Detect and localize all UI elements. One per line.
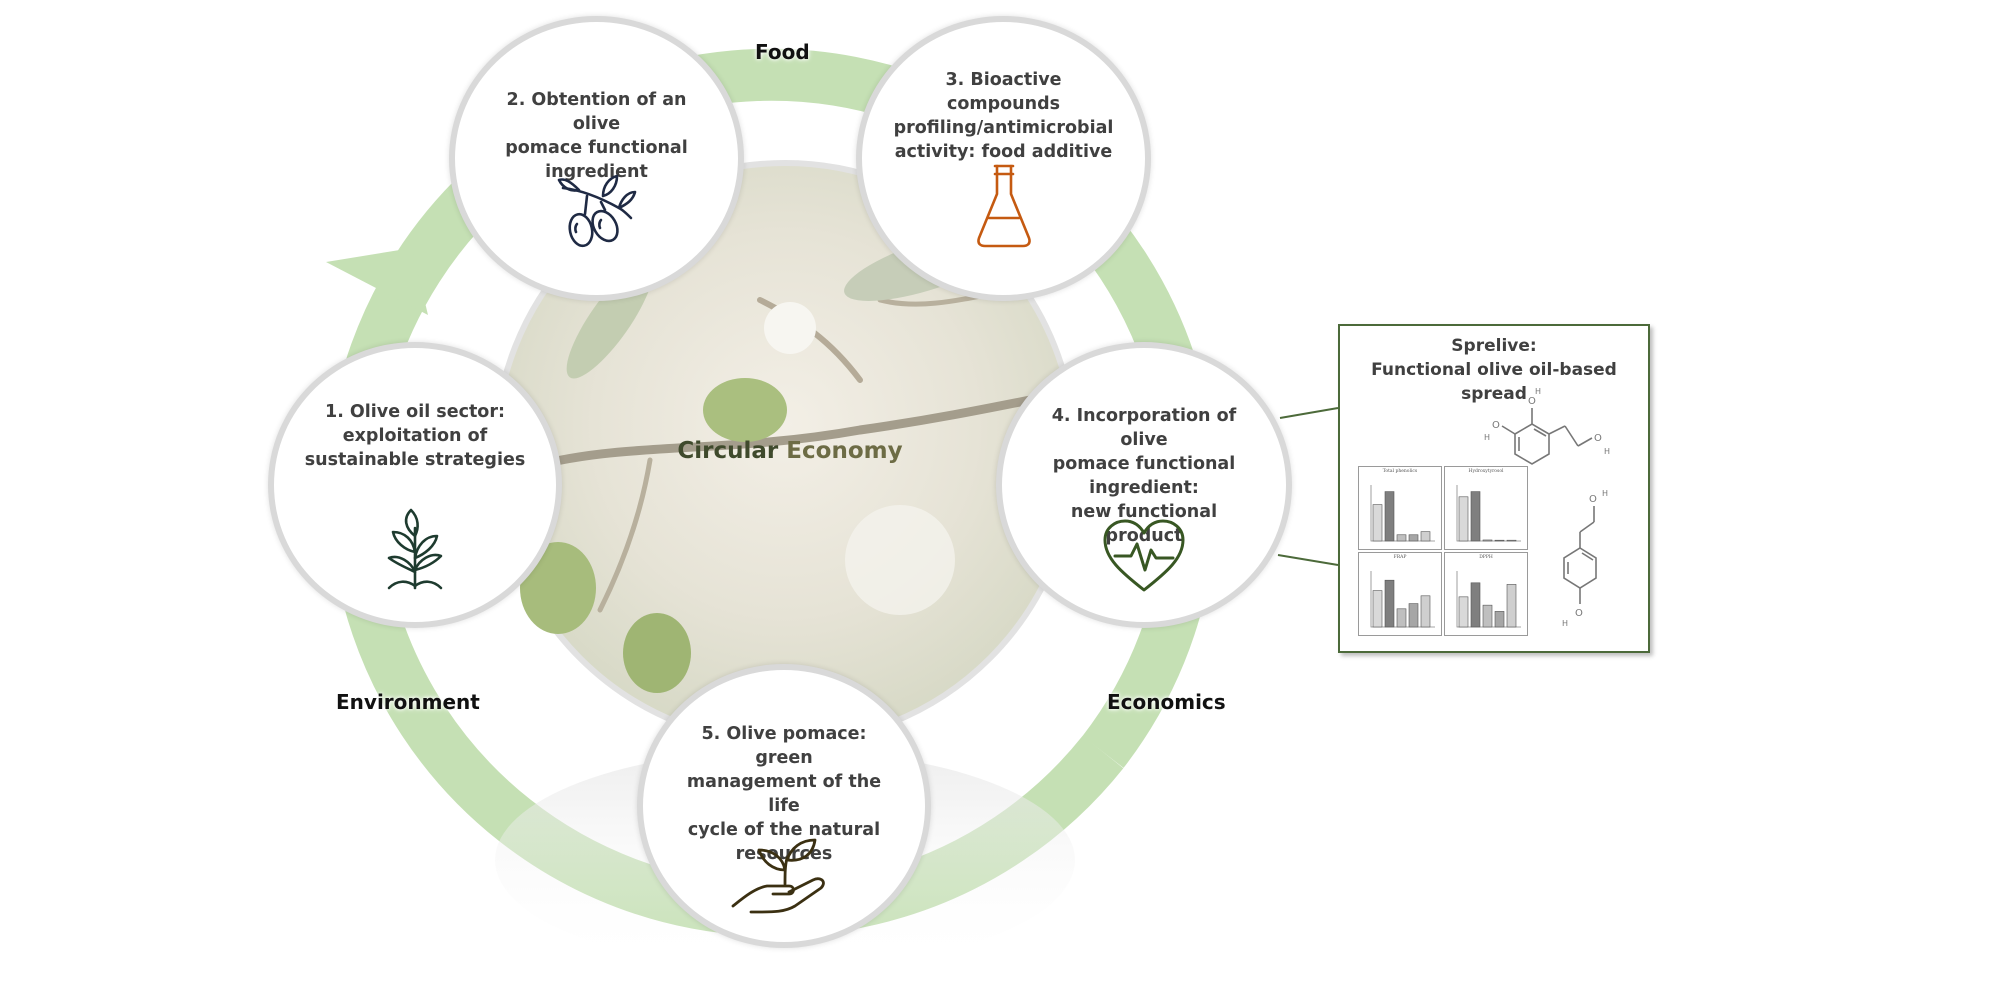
- step-4-node: 4. Incorporation of olive pomace functio…: [996, 342, 1292, 628]
- molecule-o-5: O: [1575, 608, 1583, 619]
- step-1-node: 1. Olive oil sector: exploitation of sus…: [268, 342, 562, 628]
- mini-chart-2-bars: [1456, 485, 1521, 542]
- step-2-text: 2. Obtention of an olive pomace function…: [505, 90, 688, 182]
- mini-chart-bar: [1408, 603, 1419, 628]
- mini-chart-4-bars: [1456, 571, 1521, 628]
- pillar-environment: Environment: [336, 690, 480, 714]
- sprout-icon: [387, 508, 443, 590]
- mini-chart-2: Hydroxytyrosol: [1444, 466, 1528, 550]
- molecule-o-2: O: [1492, 420, 1500, 431]
- mini-chart-bar: [1384, 579, 1395, 628]
- molecule-h-1: H: [1535, 387, 1541, 396]
- center-title-word-1: Circular: [677, 438, 779, 464]
- mini-chart-1-title: Total phenolics: [1382, 469, 1418, 474]
- mini-chart-3-bars: [1370, 571, 1435, 628]
- mini-chart-bar: [1470, 491, 1481, 542]
- mini-chart-bar: [1506, 539, 1517, 542]
- mini-chart-4-title: DPPH: [1479, 555, 1493, 560]
- mini-chart-bar: [1396, 608, 1407, 628]
- mini-chart-bar: [1506, 584, 1517, 628]
- molecule-h-3: H: [1604, 447, 1610, 456]
- molecule-o-1: O: [1528, 396, 1536, 407]
- mini-chart-bar: [1372, 590, 1383, 628]
- mini-chart-bar: [1384, 491, 1395, 542]
- step-4-text: 4. Incorporation of olive pomace functio…: [1051, 406, 1237, 546]
- step-1-text: 1. Olive oil sector: exploitation of sus…: [304, 402, 526, 470]
- mini-chart-bar: [1494, 539, 1505, 542]
- mini-chart-bar: [1458, 596, 1469, 628]
- product-box: Sprelive: Functional olive oil-based spr…: [1338, 324, 1650, 653]
- step-3-text: 3. Bioactive compounds profiling/antimic…: [893, 70, 1114, 162]
- mini-chart-4: DPPH: [1444, 552, 1528, 636]
- molecule-o-4: O: [1589, 494, 1597, 505]
- tyrosol-structure: O H O H: [1562, 489, 1608, 628]
- molecule-h-4: H: [1602, 489, 1608, 498]
- mini-chart-bar: [1408, 534, 1419, 542]
- molecule-h-2: H: [1484, 433, 1490, 442]
- pillar-economics: Economics: [1107, 690, 1226, 714]
- mini-chart-bar: [1372, 504, 1383, 542]
- mini-chart-bar: [1420, 595, 1431, 628]
- mini-chart-1: Total phenolics: [1358, 466, 1442, 550]
- mini-chart-bar: [1470, 582, 1481, 628]
- product-title-line-2: Functional olive oil-based spread: [1371, 360, 1617, 404]
- center-title: Circular Economy: [640, 438, 940, 464]
- mini-chart-1-bars: [1370, 485, 1435, 542]
- mini-chart-3: FRAP: [1358, 552, 1442, 636]
- step-2-node: 2. Obtention of an olive pomace function…: [449, 16, 744, 301]
- mini-chart-2-title: Hydroxytyrosol: [1468, 469, 1504, 474]
- mini-chart-bar: [1420, 531, 1431, 542]
- heartbeat-icon: [1103, 519, 1185, 592]
- step-3-node: 3. Bioactive compounds profiling/antimic…: [856, 16, 1151, 301]
- hydroxytyrosol-structure: O H O H O H: [1484, 387, 1610, 465]
- product-title-line-1: Sprelive:: [1451, 336, 1537, 356]
- mini-chart-bar: [1482, 539, 1493, 542]
- molecule-h-5: H: [1562, 619, 1568, 628]
- mini-chart-bar: [1458, 496, 1469, 542]
- mini-chart-3-title: FRAP: [1393, 555, 1407, 560]
- pillar-food: Food: [755, 40, 810, 64]
- flask-icon: [976, 164, 1031, 248]
- mini-chart-bar: [1494, 611, 1505, 628]
- product-title: Sprelive: Functional olive oil-based spr…: [1340, 334, 1648, 406]
- molecule-o-3: O: [1594, 433, 1602, 444]
- mini-chart-bar: [1482, 604, 1493, 628]
- mini-chart-bar: [1396, 534, 1407, 542]
- center-title-word-2: Economy: [786, 438, 903, 464]
- plant-in-hand-icon: [731, 838, 825, 914]
- step-5-node: 5. Olive pomace: green management of the…: [637, 664, 931, 948]
- cycle-arrow-head: [326, 248, 428, 315]
- olive-branch-icon: [557, 174, 636, 248]
